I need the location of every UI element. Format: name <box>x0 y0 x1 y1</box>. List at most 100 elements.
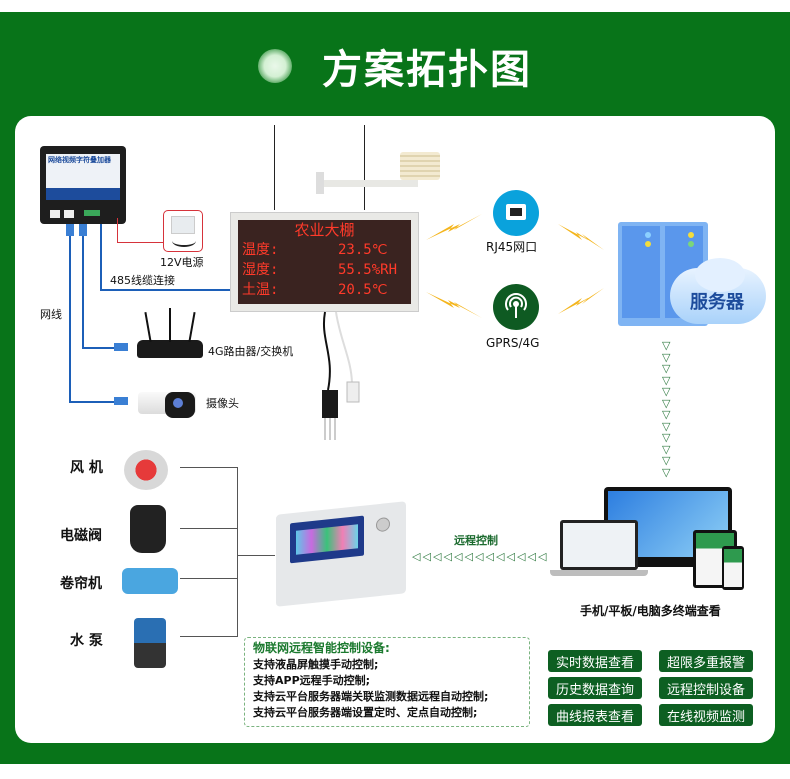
left-arrow-icon: ◁ <box>517 550 526 563</box>
info-line: 支持云平台服务器端设置定时、定点自动控制; <box>253 706 478 719</box>
rs485-cable <box>100 224 102 290</box>
down-arrow-icon: ▽ <box>662 362 671 375</box>
lightning-icon <box>426 292 482 318</box>
cloud-top <box>695 258 745 292</box>
led-row-value: 55.5%RH <box>338 262 398 278</box>
down-arrow-icon: ▽ <box>662 385 671 398</box>
laptop-icon <box>560 520 638 570</box>
sensor-bracket-mount <box>316 172 324 194</box>
video-character-superimposer: 网络视频字符叠加器 <box>40 146 126 224</box>
feature-badge: 历史数据查询 <box>548 677 642 699</box>
terminals-label: 手机/平板/电脑多终端查看 <box>580 604 721 618</box>
control-wire <box>180 578 237 579</box>
down-arrow-icon: ▽ <box>662 419 671 433</box>
water-pump-icon <box>134 618 166 668</box>
fan-icon <box>124 450 168 490</box>
left-arrow-icon: ◁ <box>538 550 547 563</box>
gprs-label: GPRS/4G <box>486 336 540 350</box>
left-arrow-icon: ◁ <box>412 550 421 563</box>
control-wire <box>180 467 237 468</box>
network-cable <box>82 347 117 349</box>
router-antenna <box>169 308 171 342</box>
left-arrow-icon: ◁ <box>443 550 452 563</box>
server-label: 服务器 <box>690 292 744 313</box>
rj45-port-icon <box>493 190 539 236</box>
power-adapter <box>163 210 203 252</box>
solenoid-valve-icon <box>130 505 166 553</box>
page-title: 方案拓扑图 <box>322 47 532 93</box>
feature-badge: 在线视频监测 <box>659 704 753 726</box>
lightning-icon <box>558 288 604 314</box>
superimposer-label: 网络视频字符叠加器 <box>48 156 111 164</box>
weather-shield-icon <box>400 152 440 180</box>
led-row-label: 温度: <box>242 242 279 258</box>
network-cable <box>82 228 84 348</box>
down-arrow-icon: ▽ <box>662 396 671 410</box>
router-icon <box>137 340 203 358</box>
info-line: 支持液晶屏触摸手动控制; <box>253 658 379 671</box>
hanging-wire <box>274 125 275 210</box>
laptop-base <box>550 570 648 576</box>
left-arrow-icon: ◁ <box>422 550 431 563</box>
rj45-plug-icon <box>66 224 74 236</box>
network-cable-label: 网线 <box>40 308 62 321</box>
left-arrow-icon: ◁ <box>496 550 505 563</box>
actuator-label: 电磁阀 <box>60 528 102 544</box>
down-arrow-icon: ▽ <box>662 465 671 479</box>
down-arrow-icon: ▽ <box>662 408 671 421</box>
rs485-cable <box>100 289 230 291</box>
hanging-wire <box>364 125 365 210</box>
rj45-plug-icon <box>114 343 128 351</box>
roller-shutter-motor-icon <box>122 568 178 594</box>
left-arrow-icon: ◁ <box>454 550 463 563</box>
led-row-label: 湿度: <box>242 262 279 278</box>
down-arrow-icon: ▽ <box>662 454 671 467</box>
network-cable <box>69 401 117 403</box>
left-arrow-icon: ◁ <box>485 550 494 563</box>
power-cable <box>117 218 118 242</box>
sensor-bracket <box>318 180 418 187</box>
feature-badge: 超限多重报警 <box>659 650 753 672</box>
left-arrow-icon: ◁ <box>464 550 473 563</box>
led-row-value: 23.5℃ <box>338 242 388 258</box>
down-arrow-icon: ▽ <box>662 339 671 352</box>
remote-control-box <box>276 501 406 607</box>
info-line: 支持APP远程手动控制; <box>253 674 371 687</box>
info-heading: 物联网远程智能控制设备: <box>253 641 390 655</box>
network-cable <box>69 228 71 402</box>
led-row-label: 土温: <box>242 282 279 298</box>
actuator-label: 卷帘机 <box>60 576 102 592</box>
down-arrow-icon: ▽ <box>662 442 671 456</box>
control-wire <box>237 467 238 637</box>
down-arrow-icon: ▽ <box>662 350 671 364</box>
feature-badge: 远程控制设备 <box>659 677 753 699</box>
camera-label: 摄像头 <box>206 397 239 410</box>
feature-badge: 实时数据查看 <box>548 650 642 672</box>
camera-lens <box>173 398 183 408</box>
feature-badge: 曲线报表查看 <box>548 704 642 726</box>
down-arrow-icon: ▽ <box>662 373 671 387</box>
rs485-label: 485线缆连接 <box>110 274 175 287</box>
led-row-value: 20.5℃ <box>338 282 388 298</box>
power-label: 12V电源 <box>160 256 204 269</box>
router-label: 4G路由器/交换机 <box>208 345 294 358</box>
control-wire <box>180 636 237 637</box>
left-arrow-icon: ◁ <box>527 550 536 563</box>
info-line: 支持云平台服务器端关联监测数据远程自动控制; <box>253 690 489 703</box>
phone-icon <box>722 546 744 590</box>
left-arrow-icon: ◁ <box>475 550 484 563</box>
gprs-antenna-icon <box>493 284 539 330</box>
down-arrow-icon: ▽ <box>662 431 671 444</box>
control-wire <box>237 555 275 556</box>
rj45-label: RJ45网口 <box>486 240 538 254</box>
left-arrow-icon: ◁ <box>433 550 442 563</box>
info-box: 物联网远程智能控制设备: 支持液晶屏触摸手动控制; 支持APP远程手动控制; 支… <box>244 637 530 727</box>
led-title: 农业大棚 <box>294 221 355 239</box>
power-cable <box>117 242 163 243</box>
soil-sensor-icon <box>322 311 360 440</box>
lightning-icon <box>426 214 482 240</box>
header: 方案拓扑图 <box>0 38 790 94</box>
rj45-plug-icon <box>114 397 128 405</box>
title-bullet-icon <box>258 49 292 83</box>
led-display: 农业大棚 温度: 23.5℃ 湿度: 55.5%RH 土温: 20.5℃ <box>230 212 419 312</box>
